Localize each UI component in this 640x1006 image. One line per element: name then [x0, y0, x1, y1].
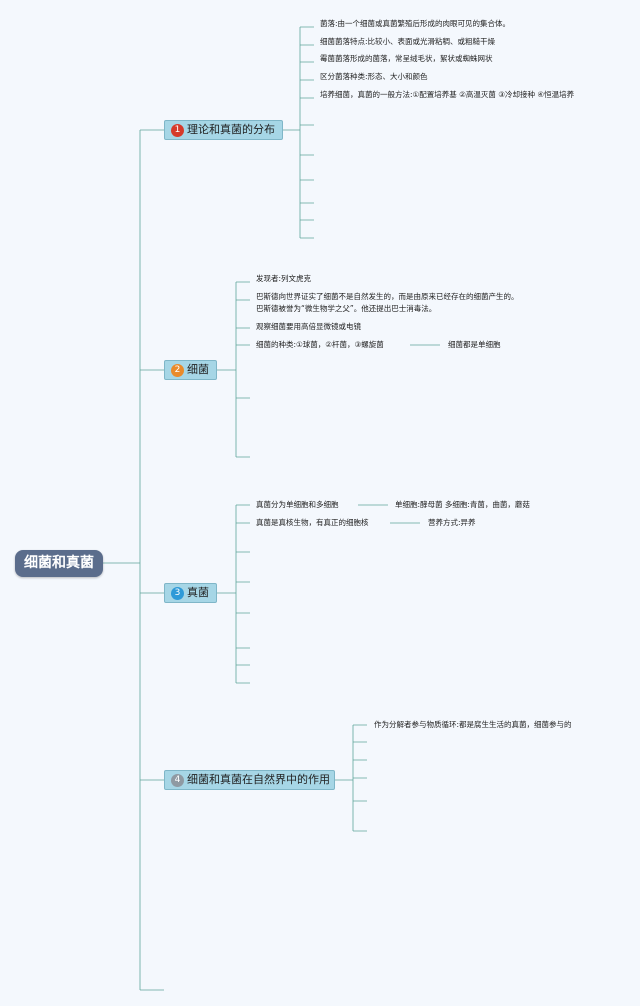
branch-4-ticks: [353, 724, 367, 832]
sub-leaf-item[interactable]: 细菌都是单细胞: [448, 340, 501, 349]
number-badge-icon: 3: [171, 587, 184, 600]
leaf-item[interactable]: 巴斯德向世界证实了细菌不是自然发生的，而是由原来已经存在的细菌产生的。: [256, 292, 519, 301]
leaf-item[interactable]: 区分菌落种类:形态、大小和颜色: [320, 72, 428, 81]
branch-label: 细菌和真菌在自然界中的作用: [187, 773, 330, 786]
leaf-item[interactable]: 发现者:列文虎克: [256, 274, 312, 283]
sub-leaf-item[interactable]: 营养方式:异养: [428, 518, 476, 527]
branch-label: 理论和真菌的分布: [187, 123, 275, 136]
number-badge-icon: 2: [171, 364, 184, 377]
leaf-item[interactable]: 细菌的种类:①球菌，②杆菌，③螺旋菌: [256, 340, 384, 349]
branch-label: 真菌: [187, 586, 209, 599]
leaf-item[interactable]: 观察细菌要用高倍显微镜或电镜: [256, 322, 361, 331]
number-badge-icon: 1: [171, 124, 184, 137]
leaf-item[interactable]: 真菌是真核生物，有真正的细胞核: [256, 518, 369, 527]
leaf-item[interactable]: 作为分解者参与物质循环:都是腐生生活的真菌，细菌参与的: [374, 720, 572, 729]
leaf-item[interactable]: 霉菌菌落形成的菌落，常呈绒毛状，絮状或蜘蛛网状: [320, 54, 493, 63]
branch-3-ticks: [236, 504, 250, 684]
leaf-item[interactable]: 细菌菌落特点:比较小、表面或光滑粘稠、或粗糙干燥: [320, 37, 496, 46]
root-topic[interactable]: 细菌和真菌: [15, 550, 103, 577]
branch-2-ticks: [236, 281, 250, 458]
leaf-item[interactable]: 菌落:由一个细菌或真菌繁殖后形成的肉眼可见的集合体。: [320, 19, 511, 28]
branch-1-ticks: [300, 26, 314, 239]
sub-leaf-item[interactable]: 单细胞:酵母菌 多细胞:青菌，曲菌，蘑菇: [395, 500, 530, 509]
branch-label: 细菌: [187, 363, 209, 376]
branch-3-sub-connectors: [358, 504, 420, 524]
leaf-item[interactable]: 巴斯德被誉为“微生物学之父”。他还提出巴士消毒法。: [256, 304, 437, 313]
number-badge-icon: 4: [171, 774, 184, 787]
leaf-item[interactable]: 培养细菌，真菌的一般方法:①配置培养基 ②高温灭菌 ③冷却接种 ④恒温培养: [320, 90, 575, 99]
leaf-item[interactable]: 真菌分为单细胞和多细胞: [256, 500, 339, 509]
